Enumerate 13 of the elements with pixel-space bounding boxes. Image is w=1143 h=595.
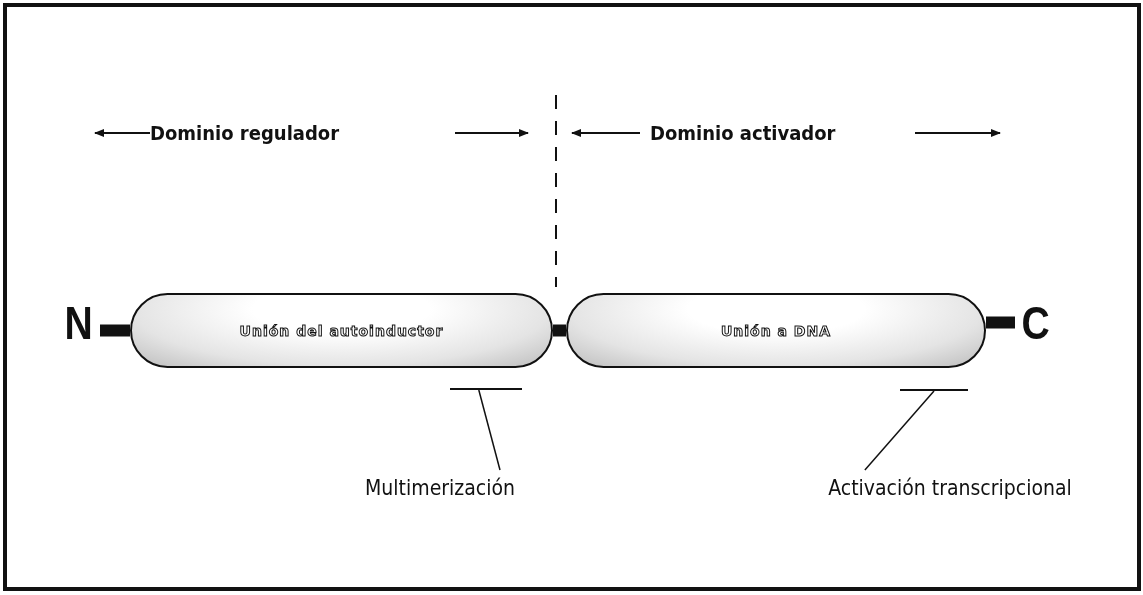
leader-line [478,389,501,471]
linker-segment [553,324,566,337]
domain-heading: Dominio regulador [150,121,340,145]
linker-segment [986,316,1015,329]
linker-segment [100,324,130,337]
domain-heading: Dominio activador [650,121,836,145]
domain-label: Unión a DNA [720,322,832,339]
leader-line [864,390,935,471]
annotation-text: Activación transcripcional [828,476,1072,500]
annotation-text: Multimerización [365,476,515,500]
terminus-label: C [1021,295,1051,350]
terminus-label: N [64,295,94,350]
domain-label: Unión del autoinductor [239,322,444,339]
